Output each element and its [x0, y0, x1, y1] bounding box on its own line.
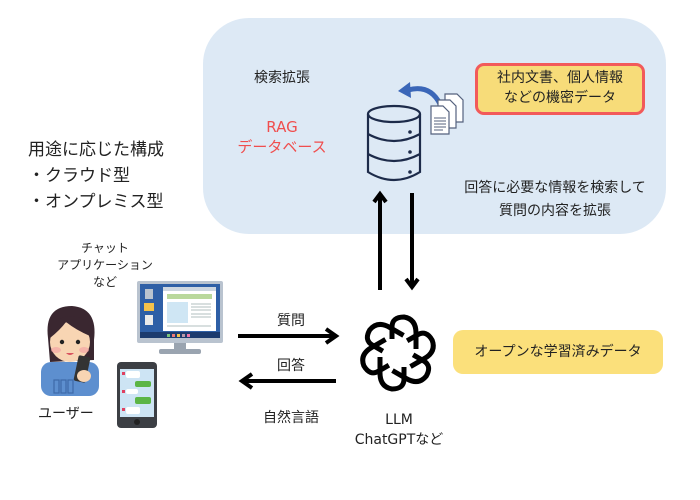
- open-trained-data-box: オープンな学習済みデータ: [453, 330, 663, 374]
- question-label: 質問: [277, 313, 305, 329]
- llm-label-line2: ChatGPTなど: [354, 432, 444, 448]
- search-augmentation-label: 検索拡張: [254, 70, 310, 86]
- llm-label: LLM ChatGPTなど: [340, 410, 458, 450]
- query-down-arrow: [404, 193, 420, 291]
- chat-app-line2: アプリケーション: [57, 258, 153, 272]
- deployment-heading: 用途に応じた構成: [28, 140, 164, 160]
- desktop-monitor-icon: [137, 281, 223, 354]
- augmentation-line2: 質問の内容を拡張: [499, 203, 611, 219]
- question-arrow[interactable]: [238, 327, 340, 345]
- deployment-options: 用途に応じた構成 ・クラウド型 ・オンプレミス型: [28, 137, 164, 215]
- rag-title-line1: RAG: [266, 118, 298, 136]
- confidential-line1: 社内文書、個人情報: [497, 70, 623, 86]
- rag-database-title: RAG データベース: [232, 117, 332, 157]
- augmentation-line1: 回答に必要な情報を検索して: [464, 180, 646, 196]
- database-icon: [366, 104, 422, 182]
- natural-language-label: 自然言語: [263, 410, 319, 426]
- llm-label-line1: LLM: [385, 412, 413, 428]
- chat-app-line3: など: [92, 275, 117, 289]
- user-illustration: [41, 306, 99, 396]
- openai-logo-icon: [360, 314, 436, 392]
- confidential-data-box: 社内文書、個人情報 などの機密データ: [475, 63, 645, 115]
- answer-label: 回答: [277, 358, 305, 374]
- documents-icon: [430, 93, 464, 135]
- chat-application-label: チャット アプリケーション など: [40, 240, 170, 291]
- chat-app-line1: チャット: [81, 241, 129, 255]
- deployment-option-onprem: ・オンプレミス型: [28, 192, 164, 212]
- rag-title-line2: データベース: [237, 138, 327, 156]
- answer-arrow[interactable]: [238, 372, 340, 390]
- confidential-line2: などの機密データ: [504, 90, 616, 106]
- augmentation-description: 回答に必要な情報を検索して 質問の内容を拡張: [430, 177, 680, 223]
- retrieval-up-arrow: [372, 190, 388, 290]
- user-label: ユーザー: [38, 406, 94, 422]
- smartphone-chat-icon: [117, 362, 157, 428]
- deployment-option-cloud: ・クラウド型: [28, 166, 130, 186]
